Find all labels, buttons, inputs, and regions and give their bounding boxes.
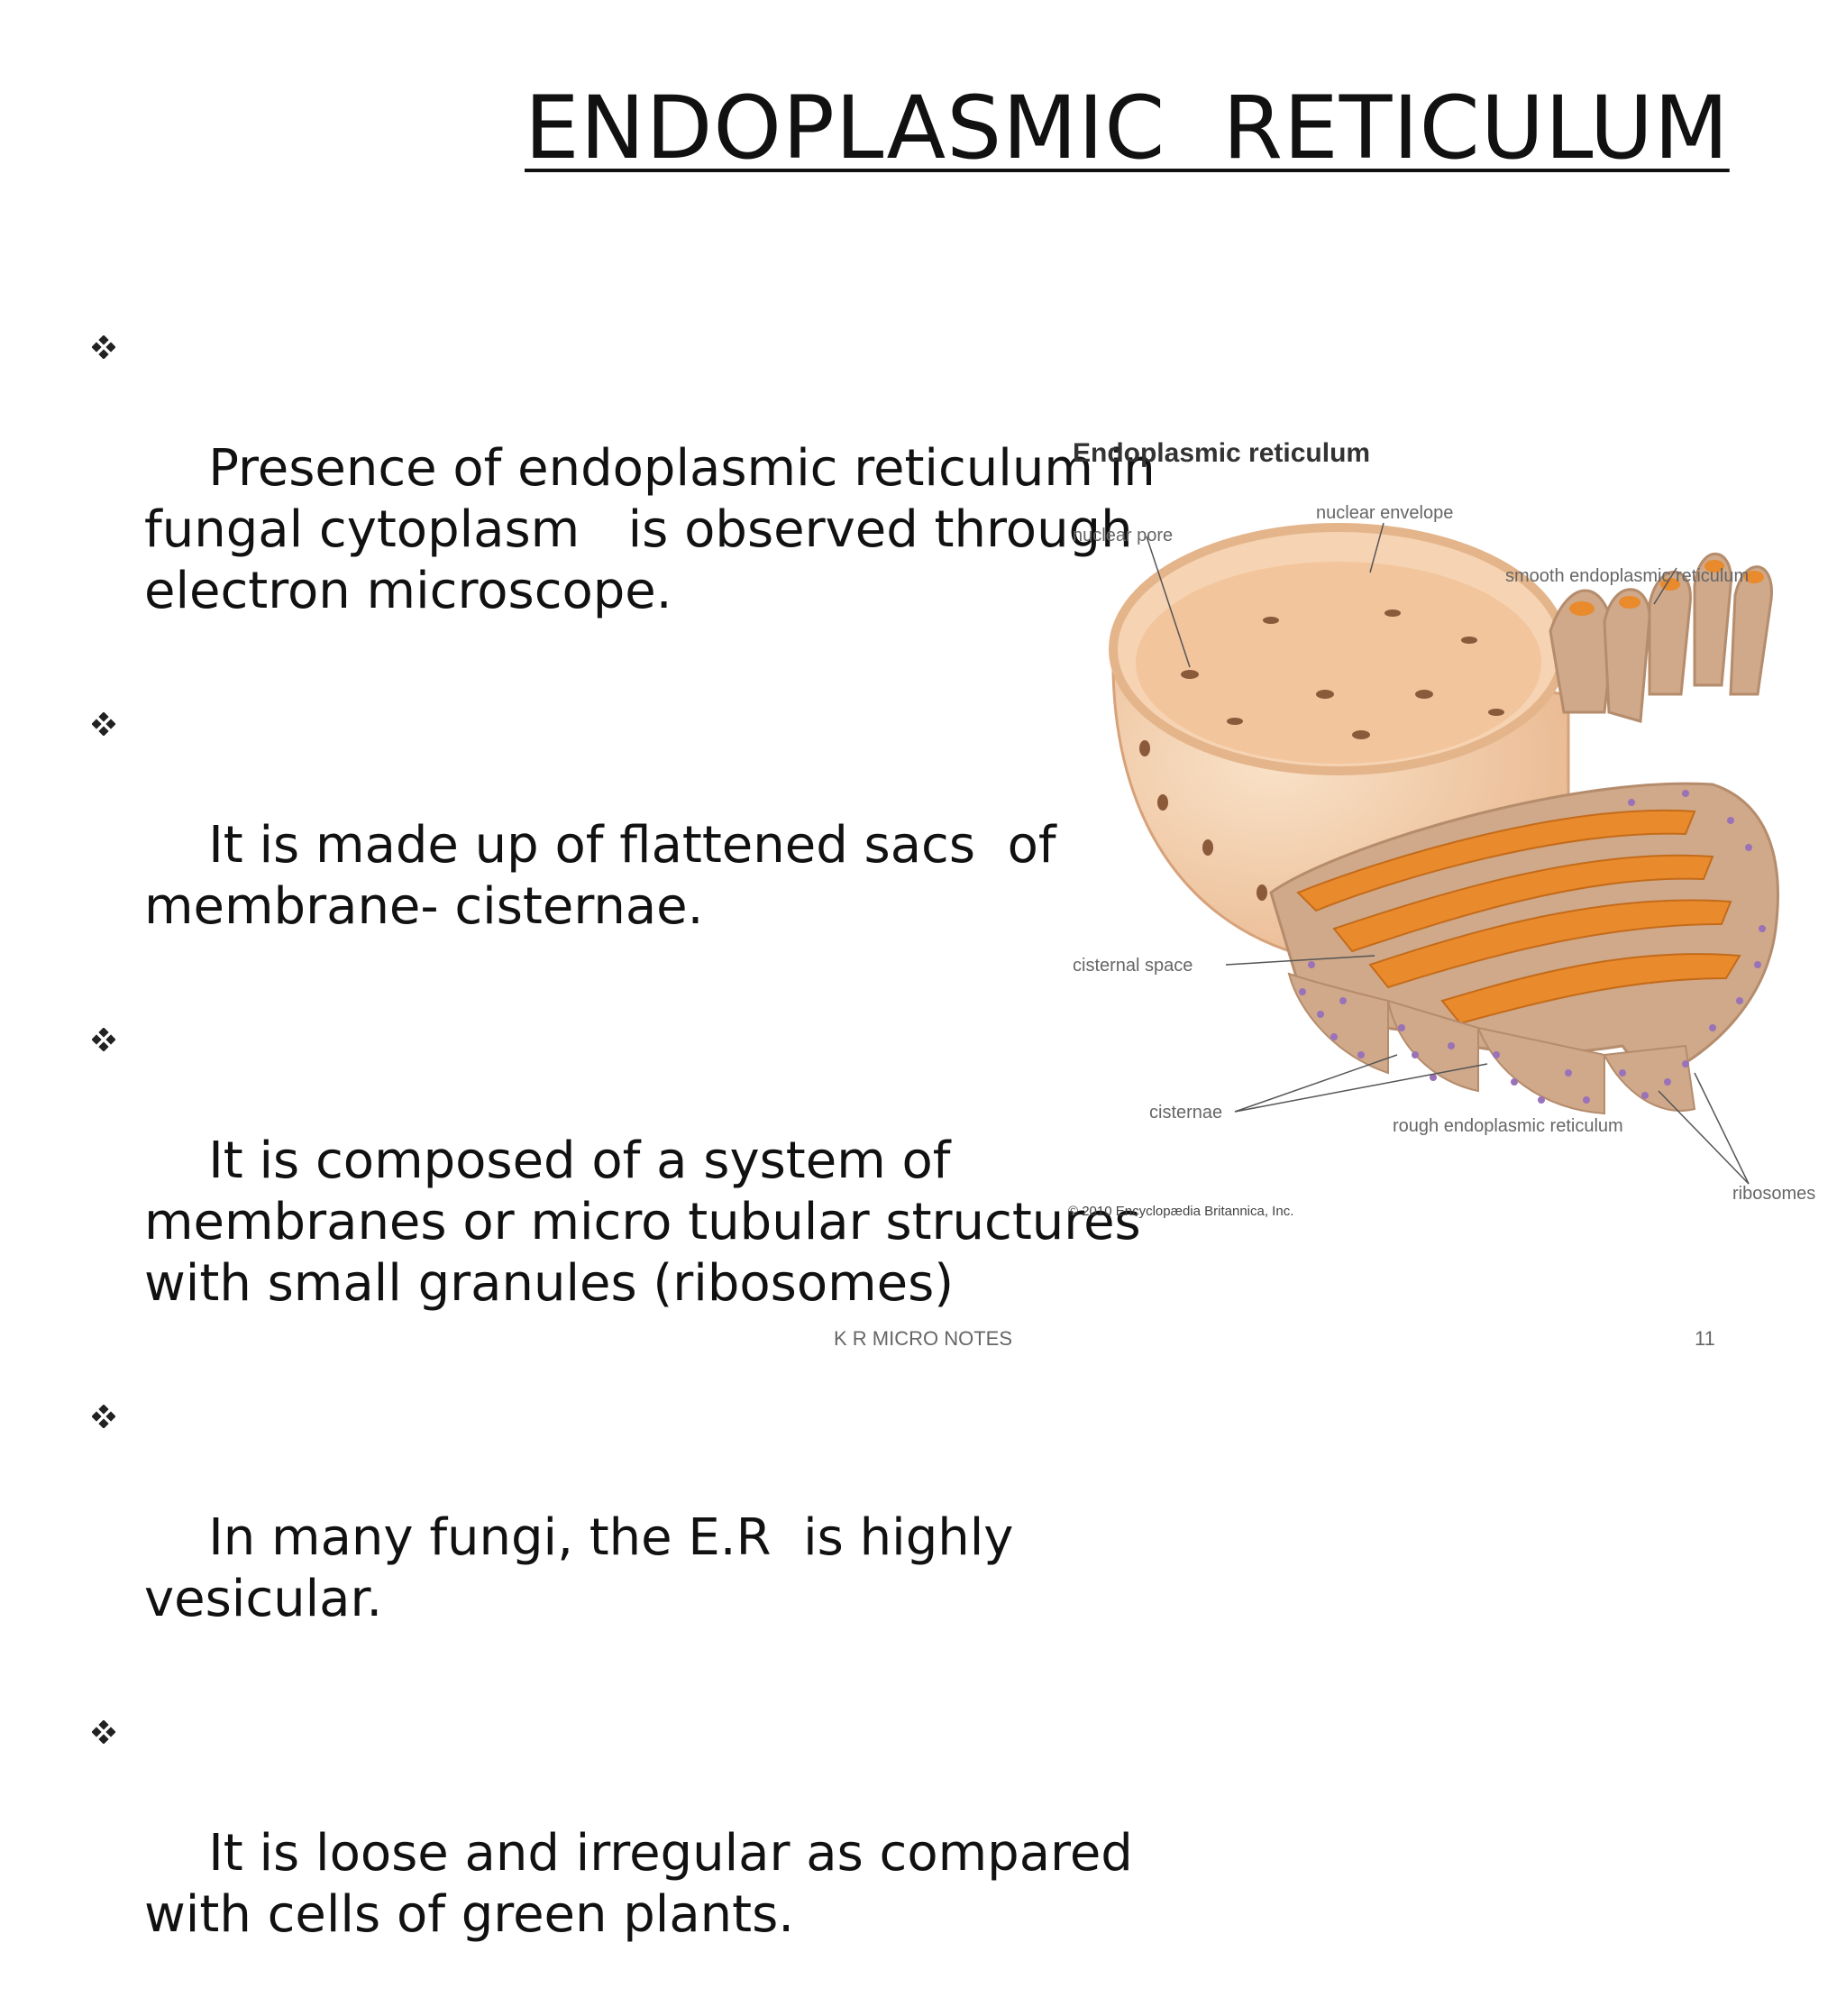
- bullet-text: It is made up of flattened sacs of membr…: [144, 816, 1056, 936]
- bullet-item: It is made up of flattened sacs of membr…: [90, 692, 1064, 999]
- figure-labels: nuclear pore nuclear envelope smooth end…: [1068, 503, 1815, 1219]
- bullet-text: Presence of endoplasmic reticulum in fun…: [144, 439, 1156, 620]
- rough-er: [1269, 782, 1779, 1115]
- smooth-er: [1549, 552, 1773, 723]
- slide-title: ENDOPLASMIC RETICULUM: [525, 78, 1730, 179]
- page-number: 11: [1695, 1327, 1715, 1350]
- label-nuclear-pore: nuclear pore: [1073, 526, 1173, 545]
- leader-lines: [1146, 522, 1750, 1185]
- nuclear-pores: [1139, 609, 1504, 901]
- bullet-item: It is composed of a system of membranes …: [90, 1008, 1141, 1376]
- figure-title: Endoplasmic reticulum: [1073, 438, 1370, 468]
- diamond-bullet-icon: [92, 335, 115, 359]
- figure-copyright: © 2010 Encyclopædia Britannica, Inc.: [1068, 1204, 1293, 1219]
- bullet-text: In many fungi, the E.R is highly vesicul…: [144, 1508, 1014, 1628]
- slide-footer: K R MICRO NOTES: [833, 1327, 1012, 1350]
- ribosomes-dots: [1299, 790, 1766, 1104]
- diamond-bullet-icon: [92, 1405, 115, 1428]
- bullet-item: It is loose and irregular as compared wi…: [90, 1700, 1133, 2007]
- label-cisternae: cisternae: [1149, 1103, 1222, 1123]
- bullet-item: In many fungi, the E.R is highly vesicul…: [90, 1385, 1064, 1691]
- label-cisternal-space: cisternal space: [1073, 956, 1193, 976]
- diamond-bullet-icon: [92, 712, 115, 736]
- bullet-text: It is composed of a system of membranes …: [144, 1132, 1141, 1313]
- label-nuclear-envelope: nuclear envelope: [1316, 503, 1453, 523]
- diamond-bullet-icon: [92, 1028, 115, 1051]
- bullet-item: Presence of endoplasmic reticulum in fun…: [90, 316, 1156, 683]
- diamond-bullet-icon: [92, 1720, 115, 1744]
- er-diagram: Endoplasmic reticulum: [1068, 438, 1815, 1219]
- label-smooth-er: smooth endoplasmic reticulum: [1505, 566, 1749, 586]
- label-ribosomes: ribosomes: [1732, 1184, 1815, 1204]
- nucleus: [1109, 523, 1570, 967]
- label-rough-er: rough endoplasmic reticulum: [1393, 1116, 1623, 1136]
- bullet-text: It is loose and irregular as compared wi…: [144, 1824, 1133, 1944]
- bullet-list: Presence of endoplasmic reticulum in fun…: [90, 316, 1156, 2016]
